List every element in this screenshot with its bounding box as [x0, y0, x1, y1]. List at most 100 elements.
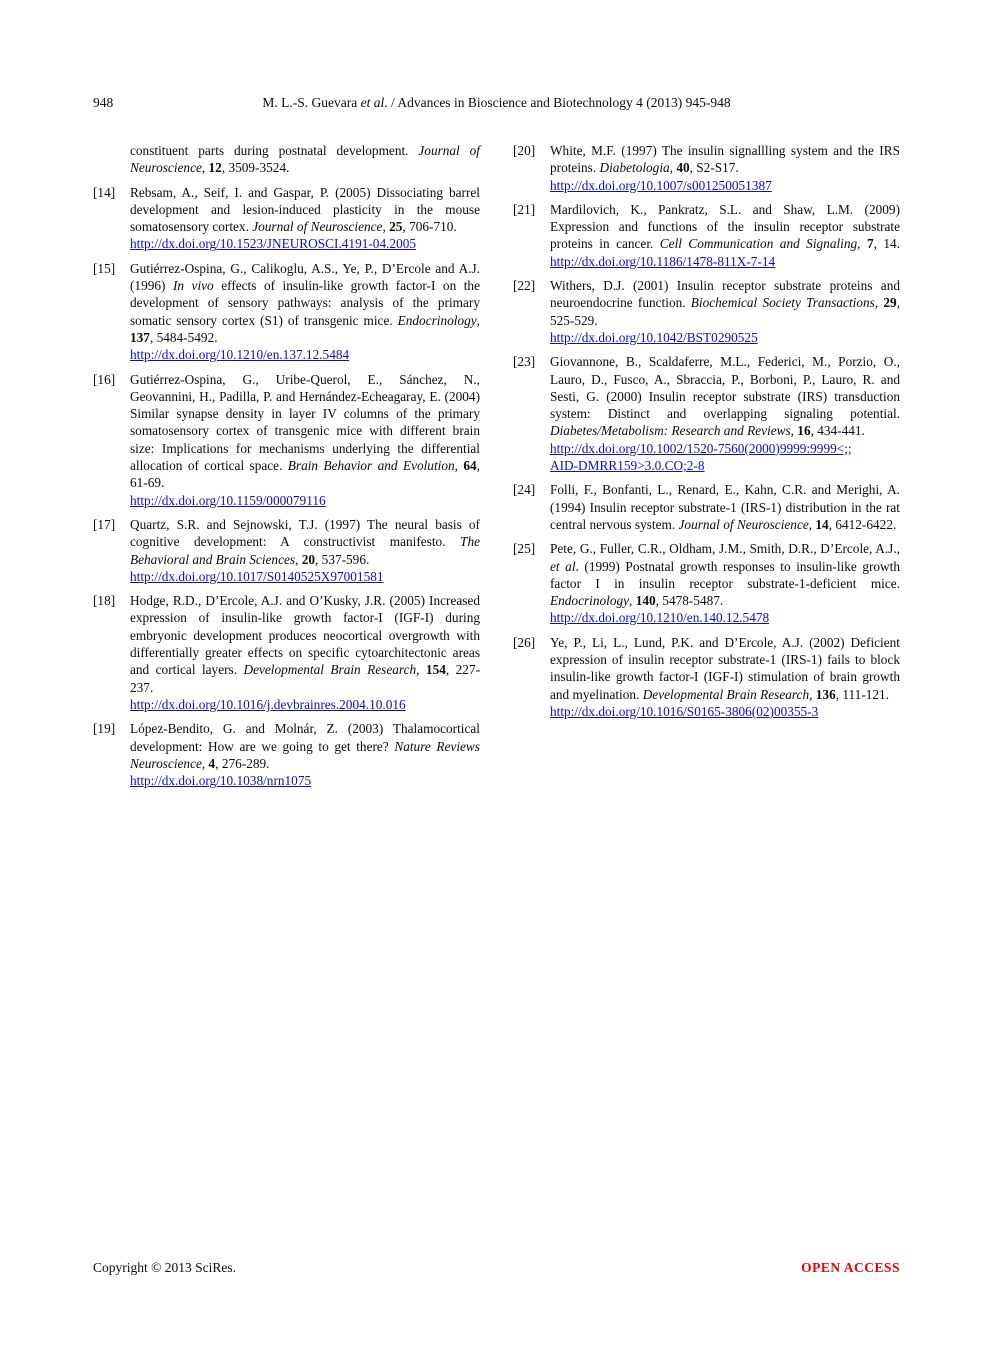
text: , 6412-6422.	[828, 516, 897, 532]
bold-text: 16	[797, 423, 811, 439]
text: ,	[454, 458, 464, 474]
text: ,	[790, 423, 798, 439]
reference-entry: [14] Rebsam, A., Seif, I. and Gaspar, P. …	[93, 184, 480, 253]
text: , 3509-3524.	[221, 160, 290, 176]
reference-number: [25]	[513, 541, 536, 557]
reference-text: Folli, F., Bonfanti, L., Renard, E., Kah…	[550, 481, 900, 533]
text: Hodge, R.D., D’Ercole, A.J. and O’Kusky,…	[130, 593, 480, 678]
bold-text: 40	[676, 160, 690, 176]
text: , 525-529.	[550, 295, 901, 328]
reference-entry: [25] Pete, G., Fuller, C.R., Oldham, J.M.…	[513, 540, 900, 626]
bold-text: 14	[815, 516, 829, 532]
text: , 14.	[873, 236, 900, 252]
text: ,	[382, 219, 390, 235]
text: ,	[295, 551, 302, 567]
reference-number: [18]	[93, 593, 116, 609]
bold-text: 64	[463, 458, 477, 474]
doi-link[interactable]: http://dx.doi.org/10.1210/en.140.12.5478	[550, 610, 770, 626]
text: ,	[201, 755, 209, 771]
reference-text: Pete, G., Fuller, C.R., Oldham, J.M., Sm…	[550, 540, 900, 626]
reference-entry: [15]Gutiérrez-Ospina, G., Calikoglu, A.S…	[93, 260, 480, 364]
reference-entry: [18] Hodge, R.D., D’Ercole, A.J. and O’Ku…	[93, 592, 480, 713]
reference-text: Withers, D.J. (2001) Insulin receptor su…	[550, 277, 900, 346]
text: Pete, G., Fuller, C.R., Oldham, J.M., Sm…	[550, 541, 900, 557]
bold-text: 137	[130, 329, 150, 345]
italic-text: Brain Behavior and Evolution	[287, 458, 455, 474]
italic-text: Journal of Neuroscience	[130, 143, 480, 176]
page-number: 948	[93, 95, 114, 110]
italic-text: Cell Communication and Signaling	[659, 236, 858, 252]
references-column-left: constituent parts during postnatal devel…	[93, 142, 480, 796]
text: ,	[808, 516, 816, 532]
text: Withers, D.J. (2001) Insulin receptor su…	[550, 278, 900, 311]
reference-text: Hodge, R.D., D’Ercole, A.J. and O’Kusky,…	[130, 592, 480, 713]
italic-text: Journal of Neuroscience	[678, 516, 809, 532]
reference-text: Gutiérrez-Ospina, G., Uribe-Querol, E., …	[130, 371, 480, 509]
text: , 5484-5492.	[149, 329, 218, 345]
reference-text: constituent parts during postnatal devel…	[130, 142, 480, 177]
doi-link[interactable]: http://dx.doi.org/10.1002/1520-7560(2000…	[550, 440, 852, 456]
reference-number: [16]	[93, 371, 116, 387]
reference-entry: [20]White, M.F. (1997) The insulin signa…	[513, 142, 900, 194]
text: ,	[874, 295, 884, 311]
italic-text: In vivo	[172, 278, 214, 294]
text: effects of insulin-like growth factor-I …	[130, 278, 480, 328]
doi-link[interactable]: http://dx.doi.org/10.1007/s001250051387	[550, 177, 772, 193]
italic-text: Endocrinology	[397, 312, 477, 328]
reference-entry: [26]Ye, P., Li, L., Lund, P.K. and D’Erc…	[513, 634, 900, 720]
doi-link[interactable]: http://dx.doi.org/10.1159/000079116	[130, 492, 326, 508]
text: , 227-237.	[130, 662, 481, 695]
italic-text: Biochemical Society Transactions	[690, 295, 875, 311]
text: Mardilovich, K., Pankratz, S.L. and Shaw…	[550, 201, 900, 252]
bold-text: 136	[815, 686, 836, 702]
bold-text: 140	[635, 593, 656, 609]
page-footer: Copyright © 2013 SciRes. OPEN ACCESS	[93, 1260, 900, 1276]
copyright-text: Copyright © 2013 SciRes.	[93, 1260, 237, 1275]
reference-text: Ye, P., Li, L., Lund, P.K. and D’Ercole,…	[550, 634, 900, 720]
doi-link[interactable]: http://dx.doi.org/10.1523/JNEUROSCI.4191…	[130, 236, 417, 252]
reference-text: Rebsam, A., Seif, I. and Gaspar, P. (200…	[130, 184, 480, 253]
doi-link[interactable]: http://dx.doi.org/10.1038/nrn1075	[130, 773, 312, 789]
bold-text: 20	[301, 551, 316, 567]
italic-text: Nature Reviews Neuroscience	[130, 738, 480, 771]
doi-link[interactable]: http://dx.doi.org/10.1017/S0140525X97001…	[130, 568, 384, 584]
text: ,	[201, 160, 209, 176]
text: , S2-S17.	[689, 160, 739, 176]
text: ,	[669, 160, 677, 176]
doi-link[interactable]: http://dx.doi.org/10.1016/S0165-3806(02)…	[550, 703, 819, 719]
italic-text: The Behavioral and Brain Sciences	[130, 534, 480, 567]
doi-link[interactable]: http://dx.doi.org/10.1042/BST0290525	[550, 329, 758, 345]
text: ,	[416, 662, 426, 678]
reference-number: [24]	[513, 482, 536, 498]
reference-number: [14]	[93, 184, 116, 200]
doi-link[interactable]: AID-DMRR159>3.0.CO;2-8	[550, 458, 705, 474]
text: . (1999) Postnatal growth responses to i…	[550, 558, 901, 591]
reference-entry: [23]Giovannone, B., Scaldaferre, M.L., F…	[513, 353, 900, 474]
reference-entry: [21] Mardilovich, K., Pankratz, S.L. and …	[513, 201, 900, 270]
italic-text: et al	[360, 95, 385, 110]
bold-text: 25	[389, 219, 403, 235]
text: Quartz, S.R. and Sejnowski, T.J. (1997) …	[130, 516, 480, 550]
text: . / Advances in Bioscience and Biotechno…	[384, 95, 731, 110]
reference-entry: [24] Folli, F., Bonfanti, L., Renard, E.,…	[513, 481, 900, 533]
italic-text: Diabetologia	[599, 160, 670, 176]
text: , 706-710.	[402, 219, 457, 235]
bold-text: 12	[208, 160, 222, 176]
reference-number: [22]	[513, 278, 536, 294]
doi-link[interactable]: http://dx.doi.org/10.1210/en.137.12.5484	[130, 347, 350, 363]
reference-number: [20]	[513, 143, 536, 158]
text: , 434-441.	[810, 423, 865, 439]
text: , 61-69.	[130, 458, 480, 491]
text: constituent parts during postnatal devel…	[130, 143, 419, 158]
text: ,	[857, 236, 867, 252]
text: , 537-596.	[315, 551, 370, 567]
references-column-right: [20]White, M.F. (1997) The insulin signa…	[513, 142, 900, 796]
reference-number: [21]	[513, 201, 536, 217]
bold-text: 29	[883, 295, 897, 311]
page-header: 948 M. L.-S. Guevara et al. / Advances i…	[93, 95, 900, 111]
doi-link[interactable]: http://dx.doi.org/10.1016/j.devbrainres.…	[130, 696, 406, 712]
doi-link[interactable]: http://dx.doi.org/10.1186/1478-811X-7-14	[550, 253, 776, 269]
bold-text: 4	[208, 755, 216, 771]
references-section: constituent parts during postnatal devel…	[93, 142, 900, 796]
